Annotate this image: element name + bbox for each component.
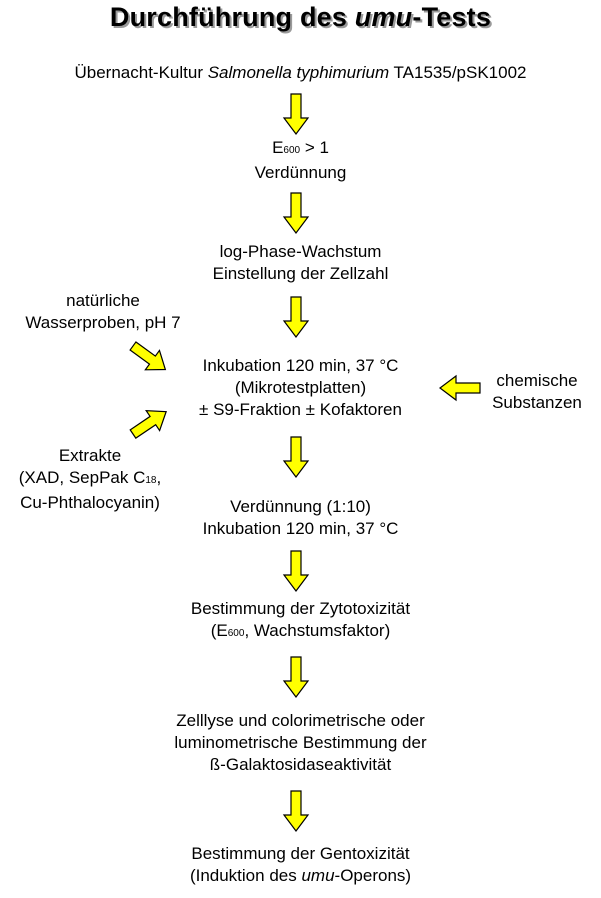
arrow-down-3 xyxy=(283,296,309,338)
arrow-extracts xyxy=(125,401,174,445)
step-e600-dilution: E600 > 1 Verdünnung xyxy=(254,138,347,182)
step-dilution-incubation: Verdünnung (1:10) Inkubation 120 min, 37… xyxy=(202,497,399,538)
step-genotoxicity: Bestimmung der Gentoxizität (Induktion d… xyxy=(189,844,412,885)
arrow-down-2 xyxy=(283,192,309,234)
step-overnight-culture: Übernacht-Kultur Salmonella typhimurium … xyxy=(74,63,527,82)
step-log-phase: log-Phase-Wachstum Einstellung der Zellz… xyxy=(212,242,389,283)
side-extracts: Extrakte (XAD, SepPak C18, Cu-Phthalocya… xyxy=(18,446,162,512)
arrow-down-7 xyxy=(283,790,309,832)
arrow-down-4 xyxy=(283,436,309,478)
arrow-down-1 xyxy=(283,93,309,135)
step-cell-lysis: Zelllyse und colorimetrische oder lumino… xyxy=(174,711,427,774)
arrow-down-6 xyxy=(283,656,309,698)
step-cytotoxicity: Bestimmung der Zytotoxizität (E600, Wach… xyxy=(190,599,411,640)
page-title: Durchführung des umu-Tests xyxy=(109,2,492,32)
side-chemical-substances: chemische Substanzen xyxy=(492,371,582,412)
step-incubation: Inkubation 120 min, 37 °C (Mikrotestplat… xyxy=(199,356,402,419)
arrow-chemical xyxy=(439,375,481,401)
arrow-down-5 xyxy=(283,550,309,592)
side-natural-water-samples: natürliche Wasserproben, pH 7 xyxy=(25,291,181,332)
arrow-natural-water xyxy=(125,335,174,380)
